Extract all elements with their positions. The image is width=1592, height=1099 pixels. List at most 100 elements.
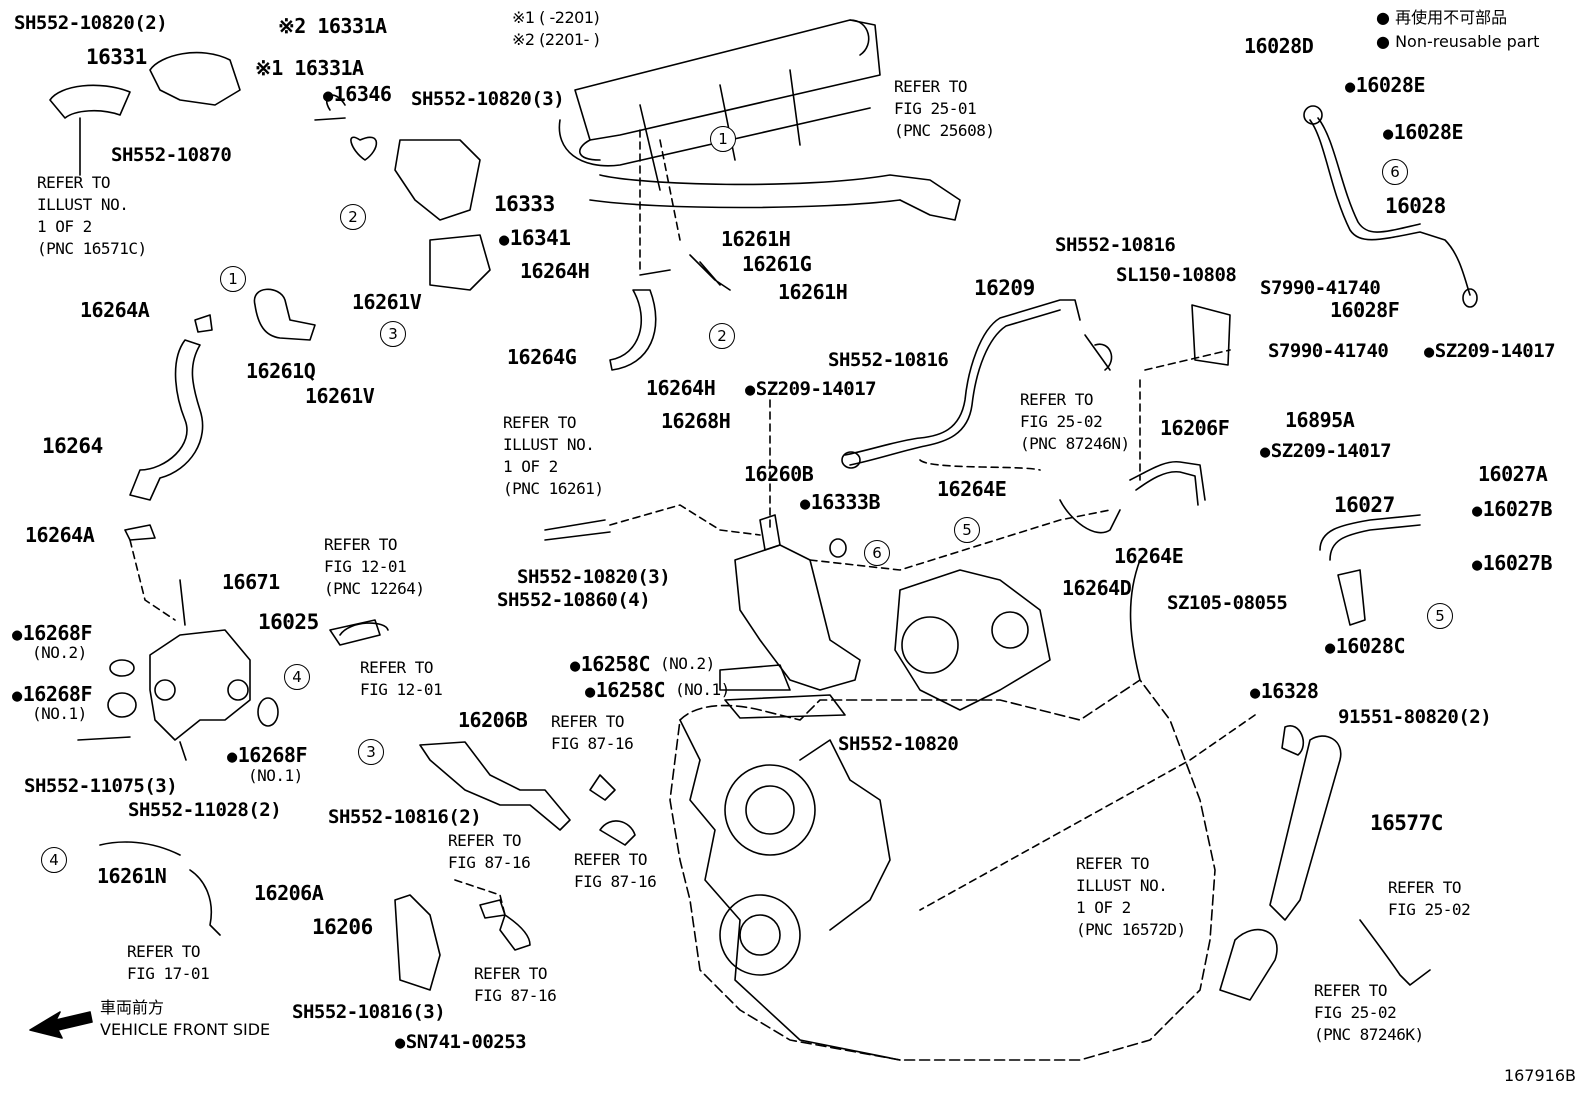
engine-details-drawing — [679, 559, 1141, 1061]
part-s7990-41740-b: S7990-41740 — [1268, 340, 1389, 362]
part-sz105-08055: SZ105-08055 — [1167, 592, 1288, 614]
circle-ref-3b: 3 — [358, 739, 384, 765]
part-16264d: 16264D — [1062, 576, 1132, 600]
part-16028e-2: 16028E — [1383, 122, 1464, 143]
circle-ref-3: 3 — [380, 321, 406, 347]
part-16671: 16671 — [222, 570, 280, 594]
part-16209: 16209 — [974, 276, 1035, 300]
note-1: ※1 ( -2201) — [512, 8, 600, 27]
part-16268f-no2: 16268F — [12, 623, 93, 644]
part-16264e-2: 16264E — [1114, 544, 1184, 568]
part-16261h-2: 16261H — [778, 280, 848, 304]
vehicle-front-label: 車両前方 VEHICLE FRONT SIDE — [100, 998, 271, 1039]
part-sh552-10860: SH552-10860(4) — [497, 589, 651, 611]
part-16331a-2: ※2 16331A — [278, 14, 387, 38]
part-sh552-10870: SH552-10870 — [111, 144, 232, 166]
part-16258c-no2: 16258C — [570, 654, 651, 675]
part-sh552-10816-3: SH552-10816(3) — [292, 1001, 446, 1023]
circle-ref-5: 5 — [954, 517, 980, 543]
right-pipe-drawings — [919, 105, 1478, 1001]
part-16268f-no1b-qualifier: (NO.1) — [248, 766, 303, 785]
part-16268f-no2-qualifier: (NO.2) — [32, 643, 87, 662]
legend: ● 再使用不可部品 ● Non-reusable part — [1376, 6, 1539, 54]
part-16341: 16341 — [499, 228, 571, 249]
part-sz209-14017-b: SZ209-14017 — [1260, 442, 1392, 461]
part-16206: 16206 — [312, 915, 373, 939]
part-16261v-2: 16261V — [305, 384, 375, 408]
part-16258c-no1: 16258C — [585, 680, 666, 701]
part-16025: 16025 — [258, 610, 319, 634]
bullet-icon: ● — [1376, 8, 1390, 27]
part-16206f: 16206F — [1160, 416, 1230, 440]
part-16027: 16027 — [1334, 493, 1395, 517]
circle-ref-4: 4 — [284, 664, 310, 690]
legend-jp: 再使用不可部品 — [1395, 8, 1508, 27]
circle-ref-6: 6 — [864, 540, 890, 566]
part-16028: 16028 — [1385, 194, 1446, 218]
water-pump-drawing — [77, 579, 381, 761]
part-16264a-2: 16264A — [25, 523, 95, 547]
part-sz209-14017-a: SZ209-14017 — [745, 380, 877, 399]
part-16028d: 16028D — [1244, 34, 1314, 58]
circle-ref-4b: 4 — [41, 847, 67, 873]
circle-ref-2: 2 — [340, 204, 366, 230]
circle-ref-1b: 1 — [220, 266, 246, 292]
part-sh552-11028: SH552-11028(2) — [128, 799, 282, 821]
part-16261h-1: 16261H — [721, 227, 791, 251]
part-16206a: 16206A — [254, 881, 324, 905]
part-16027b-1: 16027B — [1472, 499, 1553, 520]
part-sh552-10820-c: SH552-10820 — [838, 733, 959, 755]
part-sh552-11075: SH552-11075(3) — [24, 775, 178, 797]
part-sn741-00253: SN741-00253 — [395, 1033, 527, 1052]
part-s7990-41740-a: S7990-41740 — [1260, 277, 1381, 299]
part-16331: 16331 — [86, 45, 147, 69]
part-16264a-1: 16264A — [80, 298, 150, 322]
part-sh552-10816-b: SH552-10816 — [1055, 234, 1176, 256]
part-16258c-no2-qualifier: (NO.2) — [660, 654, 715, 673]
part-16261n: 16261N — [97, 864, 167, 888]
figure-id: 167916B — [1503, 1066, 1576, 1085]
egr-valve-housing-drawing — [719, 509, 1111, 719]
part-16264h-1: 16264H — [520, 259, 590, 283]
part-sh552-10816-a: SH552-10816 — [828, 349, 949, 371]
part-sl150-10808: SL150-10808 — [1116, 264, 1237, 286]
front-arrow — [29, 1011, 93, 1039]
part-sh552-10820-3b: SH552-10820(3) — [517, 566, 671, 588]
circle-ref-5b: 5 — [1427, 603, 1453, 629]
part-16268f-no1a-qualifier: (NO.1) — [32, 704, 87, 723]
part-16264h-2: 16264H — [646, 376, 716, 400]
part-91551-80820: 91551-80820(2) — [1338, 706, 1492, 728]
part-16264g: 16264G — [507, 345, 577, 369]
engine-block-drawing — [669, 679, 1216, 1061]
part-16333: 16333 — [494, 192, 555, 216]
part-16346: 16346 — [323, 84, 392, 105]
part-16260b: 16260B — [744, 462, 814, 486]
circle-ref-1: 1 — [710, 126, 736, 152]
part-16268h: 16268H — [661, 409, 731, 433]
part-16577c: 16577C — [1370, 811, 1443, 835]
part-16028e-1: 16028E — [1345, 75, 1426, 96]
part-16206b: 16206B — [458, 708, 528, 732]
part-16028f: 16028F — [1330, 298, 1400, 322]
part-16333b: 16333B — [800, 492, 881, 513]
part-sh552-10816-2: SH552-10816(2) — [328, 806, 482, 828]
circle-ref-2b: 2 — [709, 323, 735, 349]
note-2: ※2 (2201- ) — [512, 30, 600, 49]
part-16268f-no1b: 16268F — [227, 745, 308, 766]
part-16328: 16328 — [1250, 681, 1319, 702]
legend-en: Non-reusable part — [1395, 32, 1540, 51]
part-16027a: 16027A — [1478, 462, 1548, 486]
part-16027b-2: 16027B — [1472, 553, 1553, 574]
